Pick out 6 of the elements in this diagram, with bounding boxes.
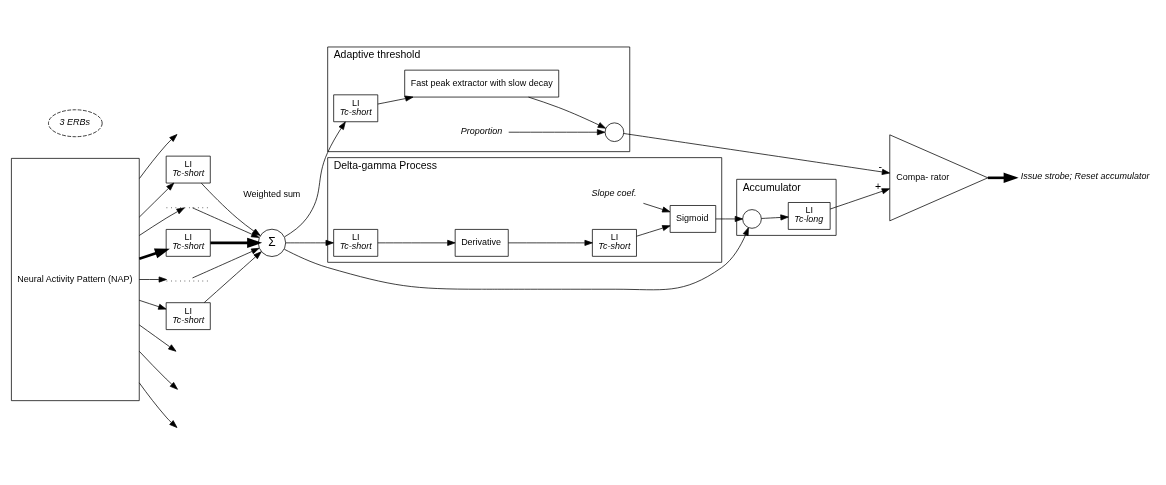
node-label: Weighted sum: [243, 188, 301, 199]
edge-label: +: [875, 181, 882, 193]
node-text: Issue strobe; Reset accumulator: [1020, 171, 1150, 182]
edge-label: -: [878, 160, 882, 172]
node-text: Proportion: [460, 125, 503, 136]
node-text: Slope coef.: [591, 187, 637, 198]
